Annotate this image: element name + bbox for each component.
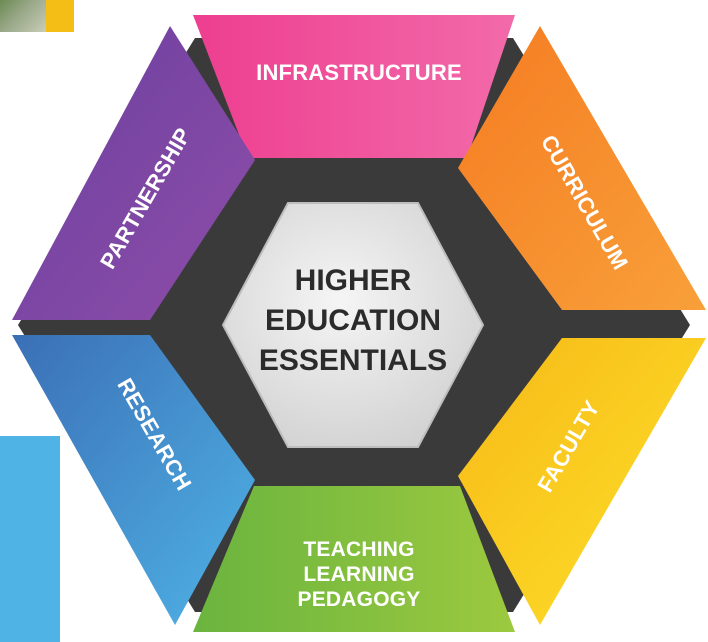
segment-research	[12, 335, 255, 625]
segment-infrastructure	[193, 15, 515, 158]
segment-teaching-learning-pedagogy	[193, 486, 515, 632]
segment-faculty	[458, 338, 706, 625]
gold-block	[46, 0, 74, 32]
center-line-essentials: ESSENTIALS	[259, 344, 447, 377]
center-hexagon	[221, 202, 485, 448]
label-learning: LEARNING	[303, 563, 414, 586]
label-teaching-group: TEACHING LEARNING PEDAGOGY	[298, 538, 421, 611]
label-infrastructure: INFRASTRUCTURE	[256, 60, 462, 85]
tree-image	[0, 0, 46, 32]
center-line-education: EDUCATION	[265, 304, 441, 337]
center-line-higher: HIGHER	[295, 264, 412, 297]
segment-partnership	[12, 26, 255, 320]
segment-curriculum	[458, 26, 706, 310]
label-teaching: TEACHING	[303, 538, 414, 561]
label-pedagogy: PEDAGOGY	[298, 588, 421, 611]
corner-photo-thumbnail	[0, 0, 74, 32]
blue-side-bar	[0, 436, 60, 642]
center-title: HIGHER EDUCATION ESSENTIALS	[259, 264, 447, 377]
